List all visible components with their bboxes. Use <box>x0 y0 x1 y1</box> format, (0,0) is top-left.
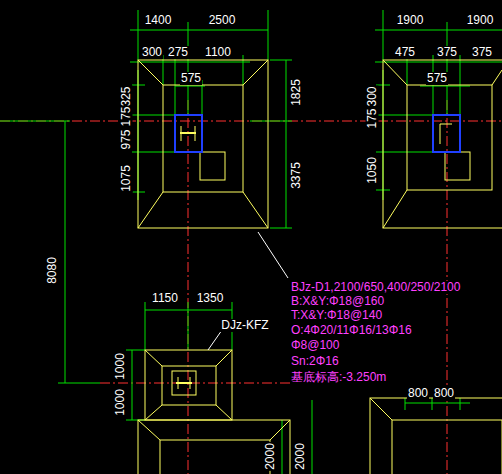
dimension-text: 1075 <box>119 164 132 193</box>
dimension-text: 375 <box>436 46 458 59</box>
dimension-text: 1400 <box>144 14 173 27</box>
dimension-text: 1900 <box>396 14 425 27</box>
dimension-text: 1350 <box>196 292 225 305</box>
dimension-text: DJz-KFZ <box>220 319 269 332</box>
rebar-note: T:X&Y:Φ18@140 <box>290 309 383 322</box>
dimension-lines <box>0 10 502 474</box>
dimension-text: 300 <box>366 85 379 107</box>
dimension-text: 475 <box>394 46 416 59</box>
dimension-text: 975 <box>120 128 133 150</box>
dimension-text: 2000 <box>263 442 276 471</box>
footing-outlines <box>138 60 502 474</box>
dimension-text: 375 <box>471 46 493 59</box>
axis-lines <box>0 100 502 474</box>
dimension-text: 800 <box>433 387 455 400</box>
dimension-text: 1100 <box>204 46 232 59</box>
column-sections <box>175 115 460 152</box>
rebar-note: Φ8@100 <box>290 339 340 352</box>
rebar-note: O:4Φ20/11Φ16/13Φ16 <box>290 324 413 337</box>
rebar-note: BJz-D1,2100/650,400/250/2100 <box>290 281 461 294</box>
rebar-note: B:X&Y:Φ18@160 <box>290 295 385 308</box>
dimension-text: 325 <box>120 85 133 107</box>
dimension-text: 300 <box>141 46 163 59</box>
rebar-note: Sn:2Φ16 <box>290 355 340 368</box>
dimension-text: 1050 <box>365 156 378 185</box>
dimension-text: 1000 <box>113 388 126 417</box>
dimension-text: 1150 <box>151 292 179 305</box>
dimension-text: 275 <box>167 46 189 59</box>
dimension-text: 175 <box>120 105 133 127</box>
dimension-text: 575 <box>426 72 448 85</box>
rebar-note: 基底标高:-3.250m <box>290 371 387 384</box>
dimension-text: 3375 <box>289 161 302 190</box>
dimension-text: 2000 <box>293 442 306 471</box>
dimension-text: 1825 <box>289 78 302 107</box>
dimension-text: 1000 <box>113 352 126 381</box>
dimension-text: 1900 <box>466 14 495 27</box>
dimension-text: 575 <box>180 72 202 85</box>
dimension-text: 175 <box>366 107 379 129</box>
dimension-text: 800 <box>407 387 429 400</box>
dimension-text: 2500 <box>208 14 237 27</box>
dimension-text: 8080 <box>45 256 58 285</box>
